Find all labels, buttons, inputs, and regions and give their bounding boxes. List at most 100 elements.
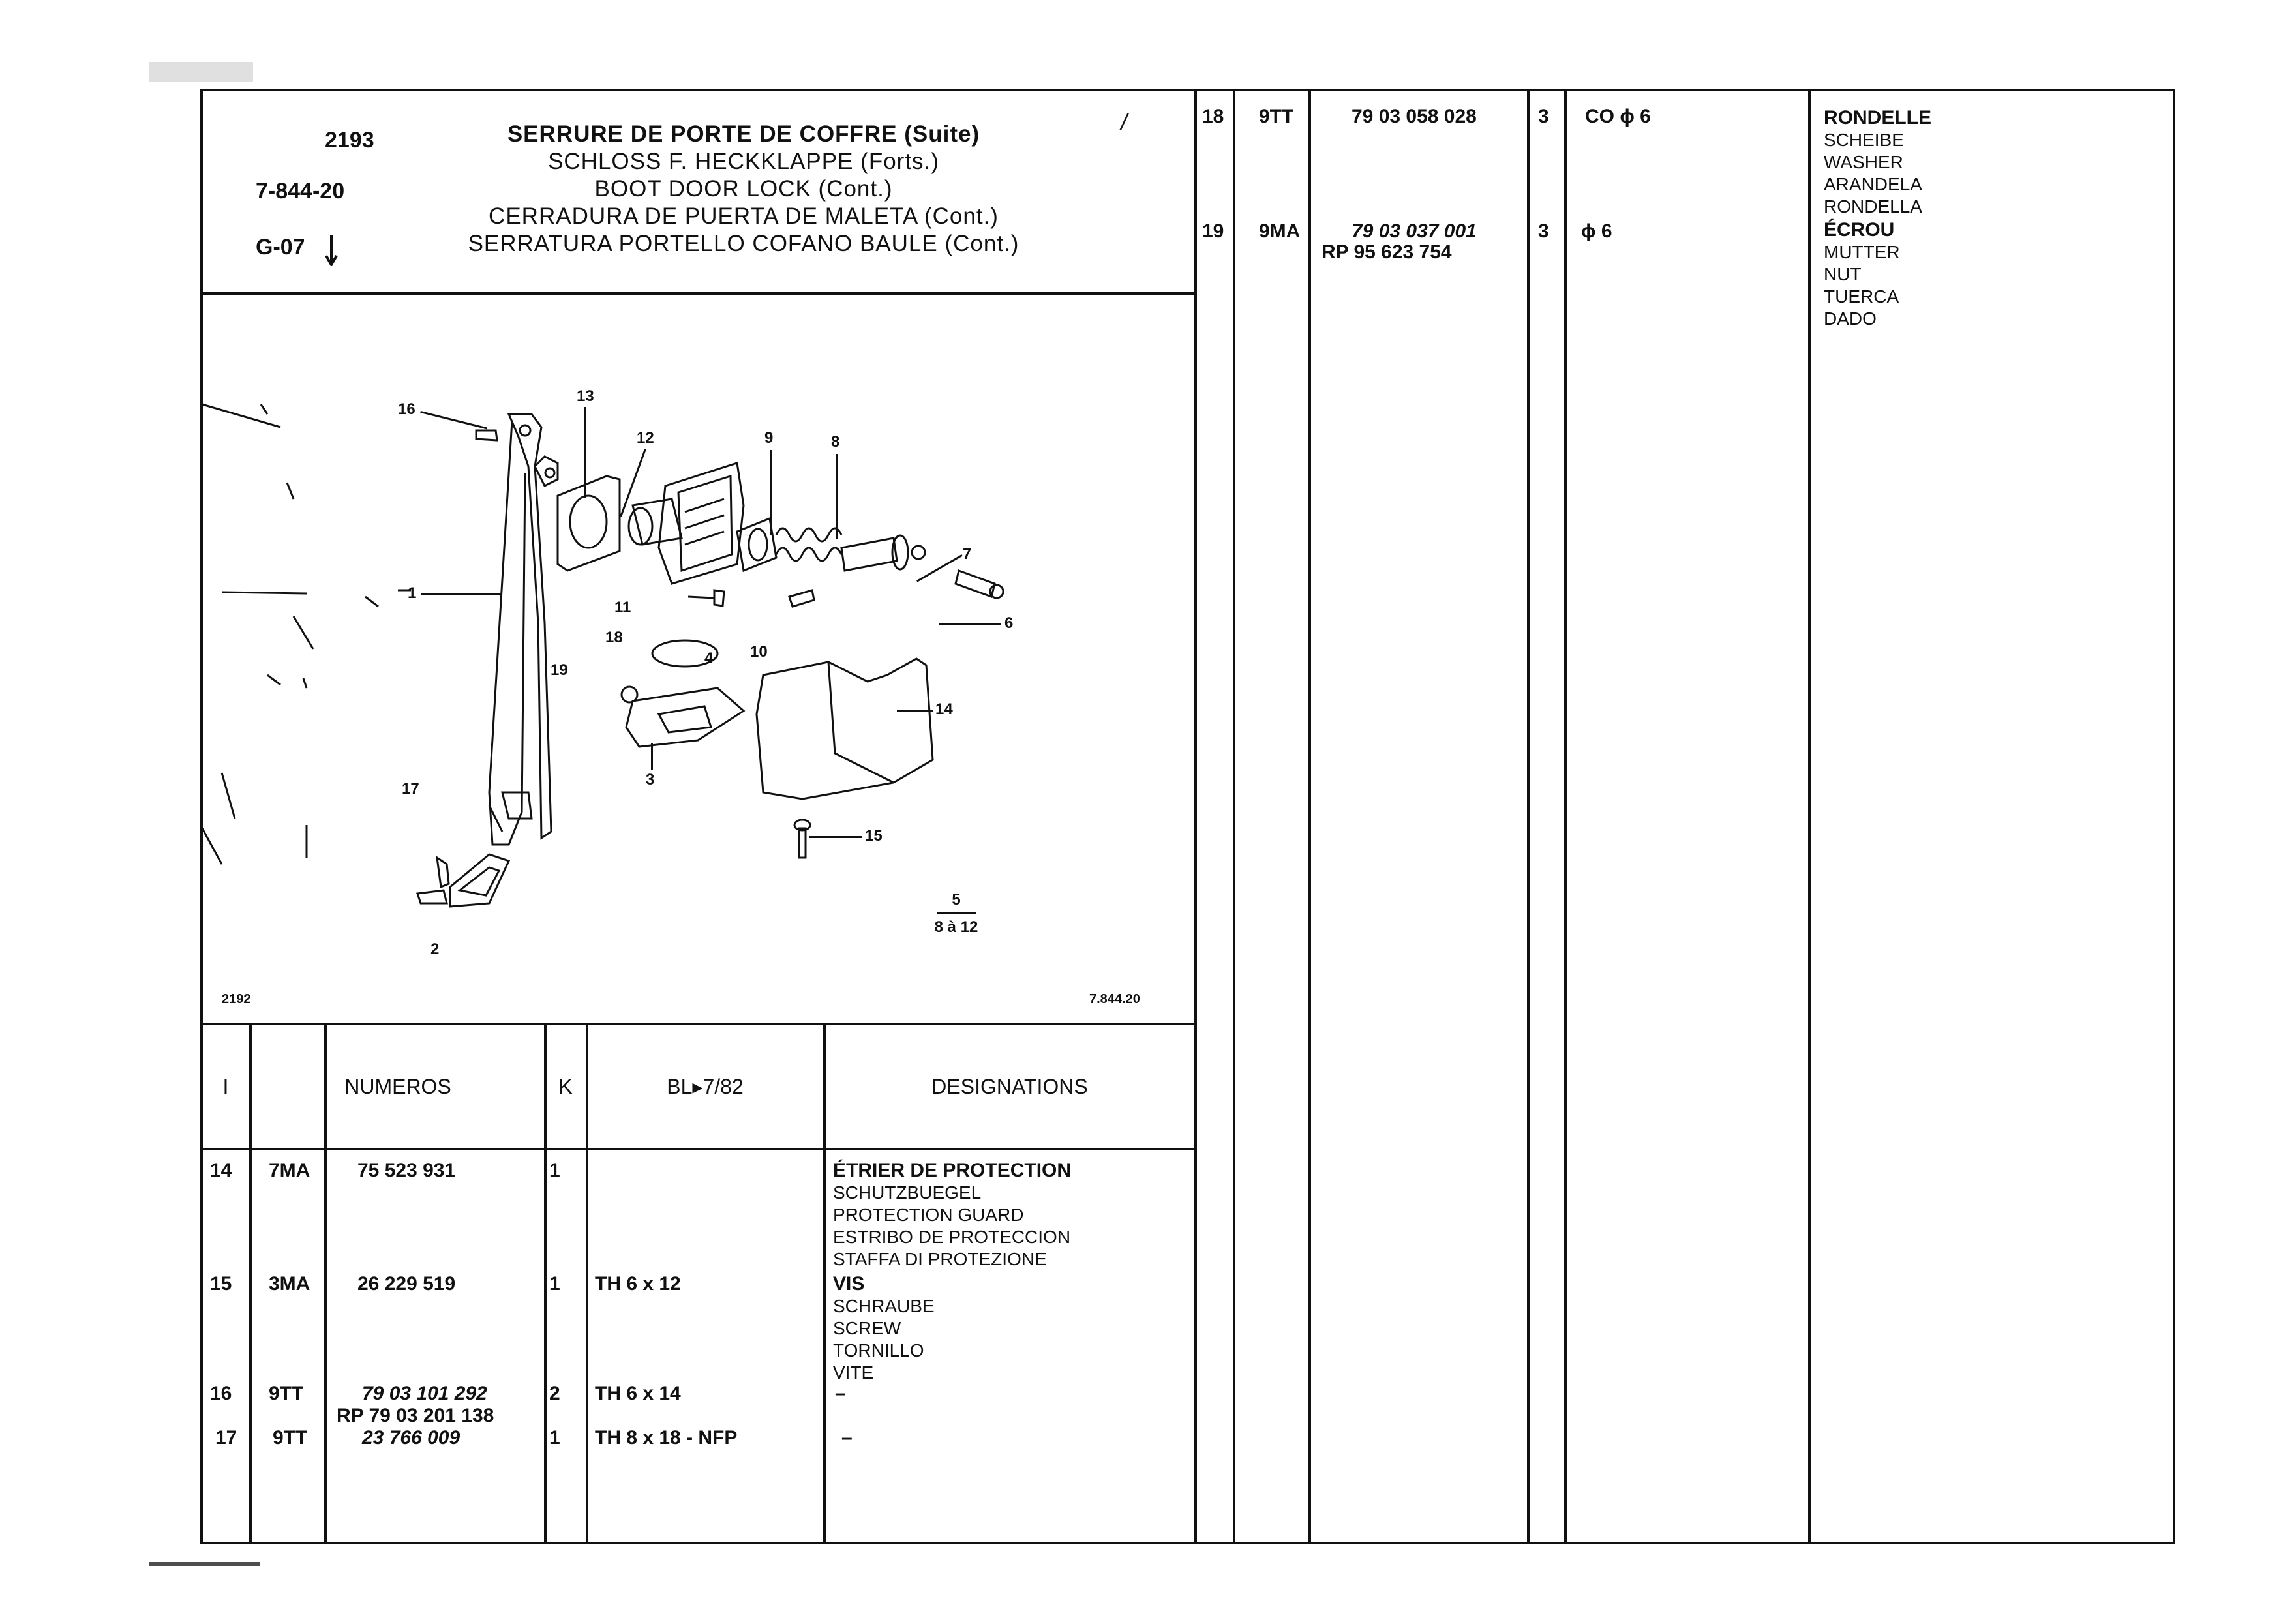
callout-6: 6 — [1004, 614, 1014, 632]
row-code: 9TT — [273, 1427, 308, 1449]
row-qty: 1 — [549, 1273, 560, 1295]
row-number: 23 766 009 — [362, 1427, 461, 1449]
row-designation: – — [835, 1383, 846, 1404]
designation-title: ÉTRIER DE PROTECTION — [833, 1160, 1072, 1181]
row-dim: TH 6 x 12 — [595, 1273, 681, 1295]
callout-17: 17 — [402, 780, 419, 798]
leader-15 — [809, 836, 862, 838]
page-ref: 2193 — [325, 128, 374, 153]
callout-18: 18 — [605, 629, 623, 646]
callout-4: 4 — [704, 650, 714, 667]
designation-de: SCHEIBE — [1824, 130, 1904, 150]
scan-smudge — [149, 62, 253, 82]
designation-en: PROTECTION GUARD — [833, 1205, 1024, 1225]
callout-3: 3 — [646, 771, 655, 788]
callout-14: 14 — [935, 700, 953, 718]
row-index: 16 — [210, 1383, 232, 1404]
note-bottom: 8 à 12 — [934, 918, 978, 936]
row-code: 9TT — [1259, 106, 1294, 127]
row-dim: TH 8 x 18 - NFP — [595, 1427, 738, 1449]
callout-2: 2 — [430, 940, 440, 958]
col-numbers: NUMEROS — [344, 1075, 451, 1098]
designation-en: NUT — [1824, 264, 1862, 284]
section-ref: G-07 — [256, 235, 305, 260]
row-designation: ÉCROU MUTTER NUT TUERCA DADO — [1824, 219, 1900, 330]
row-code: 7MA — [269, 1160, 310, 1181]
row-index: 19 — [1202, 220, 1224, 242]
designation-title: ÉCROU — [1824, 219, 1895, 241]
title-de: SCHLOSS F. HECKKLAPPE (Forts.) — [548, 149, 939, 174]
scan-mark — [149, 1562, 260, 1566]
designation-en: SCREW — [833, 1318, 901, 1338]
row-number: 75 523 931 — [357, 1160, 456, 1181]
row-dim: CO ϕ 6 — [1585, 106, 1651, 127]
callout-19: 19 — [551, 661, 568, 679]
designation-de: MUTTER — [1824, 242, 1900, 262]
row-index: 14 — [210, 1160, 232, 1181]
title-es: CERRADURA DE PUERTA DE MALETA (Cont.) — [489, 203, 999, 229]
callout-12: 12 — [637, 429, 654, 447]
designation-es: TUERCA — [1824, 286, 1899, 307]
leader-13 — [584, 407, 586, 498]
col-index: I — [222, 1075, 229, 1098]
drawing-ref-right: 7.844.20 — [1089, 992, 1140, 1006]
designation-es: TORNILLO — [833, 1340, 924, 1360]
callout-9: 9 — [764, 429, 774, 447]
designation-title: VIS — [833, 1273, 865, 1295]
row-number-replacement: RP 95 623 754 — [1322, 241, 1452, 263]
row-number: 79 03 101 292 — [362, 1383, 487, 1404]
callout-16: 16 — [398, 400, 415, 418]
row-qty: 3 — [1538, 106, 1549, 127]
leader-9 — [770, 450, 772, 535]
row-number: 26 229 519 — [357, 1273, 456, 1295]
row-designation: VIS SCHRAUBE SCREW TORNILLO VITE — [833, 1273, 935, 1384]
row-qty: 2 — [549, 1383, 560, 1404]
designation-it: RONDELLA — [1824, 196, 1922, 217]
leader-8 — [836, 454, 838, 539]
page-mark: / — [1121, 109, 1128, 136]
designation-title: RONDELLE — [1824, 107, 1931, 128]
designation-en: WASHER — [1824, 152, 1903, 172]
row-index: 17 — [215, 1427, 237, 1449]
callout-1: 1 — [408, 584, 417, 602]
callout-13: 13 — [577, 387, 594, 405]
callout-11: 11 — [614, 599, 631, 616]
arrow-down-icon — [325, 233, 338, 268]
exploded-parts-diagram — [201, 297, 1194, 1014]
callout-8: 8 — [831, 433, 840, 451]
row-qty: 3 — [1538, 220, 1549, 242]
col-bl: BL▸7/82 — [667, 1075, 744, 1098]
note-top: 5 — [952, 891, 961, 909]
row-index: 15 — [210, 1273, 232, 1295]
callout-7: 7 — [963, 545, 972, 563]
row-number: 79 03 058 028 — [1352, 106, 1477, 127]
leader-14 — [897, 710, 933, 712]
leader-3 — [651, 743, 653, 770]
row-index: 18 — [1202, 106, 1224, 127]
note-divider — [937, 912, 976, 914]
col-designations: DESIGNATIONS — [931, 1075, 1088, 1098]
callout-15: 15 — [865, 827, 883, 845]
group-ref: 7-844-20 — [256, 179, 345, 203]
row-designation: RONDELLE SCHEIBE WASHER ARANDELA RONDELL… — [1824, 107, 1931, 218]
drawing-ref-left: 2192 — [222, 992, 251, 1006]
leader-6 — [939, 623, 1001, 625]
leader-1 — [421, 593, 502, 595]
callout-10: 10 — [750, 643, 768, 661]
designation-it: STAFFA DI PROTEZIONE — [833, 1249, 1047, 1269]
designation-it: VITE — [833, 1362, 874, 1383]
title-it: SERRATURA PORTELLO COFANO BAULE (Cont.) — [468, 231, 1020, 256]
row-number-replacement: RP 79 03 201 138 — [337, 1405, 494, 1426]
row-designation: ÉTRIER DE PROTECTION SCHUTZBUEGEL PROTEC… — [833, 1160, 1071, 1270]
row-number: 79 03 037 001 — [1352, 220, 1477, 242]
row-designation: – — [841, 1427, 853, 1449]
row-dim: TH 6 x 14 — [595, 1383, 681, 1404]
row-code: 3MA — [269, 1273, 310, 1295]
designation-es: ARANDELA — [1824, 174, 1922, 194]
title-en: BOOT DOOR LOCK (Cont.) — [594, 176, 893, 202]
row-dim: ϕ 6 — [1581, 220, 1612, 242]
row-code: 9TT — [269, 1383, 304, 1404]
col-k: K — [558, 1075, 573, 1098]
title-fr: SERRURE DE PORTE DE COFFRE (Suite) — [507, 121, 980, 147]
designation-it: DADO — [1824, 308, 1877, 329]
